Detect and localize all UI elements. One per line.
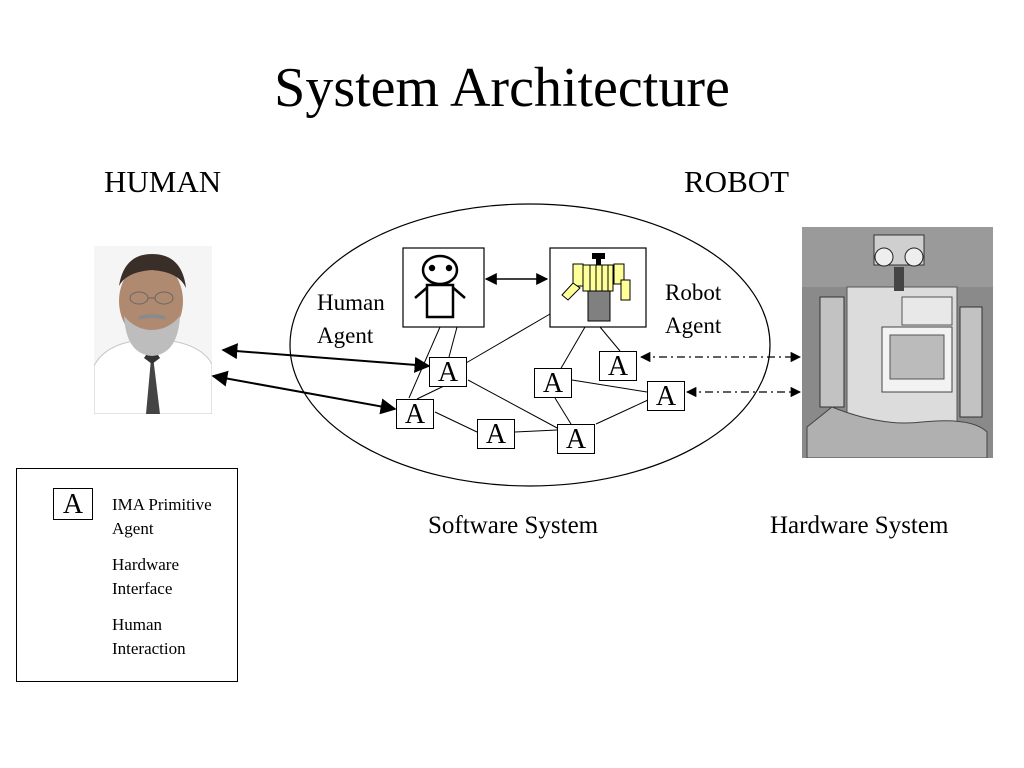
primitive-agent-box: A [477, 419, 515, 450]
primitive-agent-box: A [647, 381, 685, 412]
robot-heading: ROBOT [684, 164, 790, 199]
legend-human-interaction-line1: Human [112, 615, 163, 634]
human-agent-label-line1: Human [317, 290, 385, 315]
primitive-agent-box: A [396, 399, 434, 430]
primitive-agent-box: A [429, 357, 467, 388]
human-heading: HUMAN [104, 164, 222, 199]
legend-hardware-interface-line2: Interface [112, 579, 173, 598]
software-system-label: Software System [428, 512, 599, 539]
primitive-agent-box: A [599, 351, 637, 382]
human-agent-label: Human Agent [317, 286, 385, 352]
robot-agent-label-line1: Robot [665, 280, 722, 305]
human-agent-icon [402, 247, 485, 328]
legend-primitive-agent-line1: IMA Primitive [112, 495, 212, 514]
legend-hardware-interface-line1: Hardware [112, 555, 180, 574]
hardware-system-label: Hardware System [770, 512, 949, 539]
legend-primitive-agent-symbol: A [53, 488, 93, 520]
legend-hardware-interface-label: Hardware Interface [112, 553, 179, 601]
legend-primitive-agent-line2: Agent [112, 519, 154, 538]
legend: A IMA Primitive Agent Hardware Interface… [16, 468, 238, 682]
legend-primitive-agent-label: IMA Primitive Agent [112, 493, 212, 541]
human-interaction-arrow-1 [221, 343, 431, 373]
primitive-agent-box: A [534, 368, 572, 399]
robot-agent-label: Robot Agent [665, 276, 721, 342]
human-photo [94, 246, 212, 414]
robot-agent-icon [549, 247, 647, 328]
human-agent-label-line2: Agent [317, 323, 374, 348]
robot-agent-label-line2: Agent [665, 313, 722, 338]
human-interaction-arrow-2 [211, 370, 397, 415]
primitive-agent-box: A [557, 424, 595, 455]
slide-title: System Architecture [274, 57, 730, 119]
legend-human-interaction-line2: Interaction [112, 639, 186, 658]
legend-human-interaction-label: Human Interaction [112, 613, 186, 661]
robot-photo [802, 227, 993, 458]
